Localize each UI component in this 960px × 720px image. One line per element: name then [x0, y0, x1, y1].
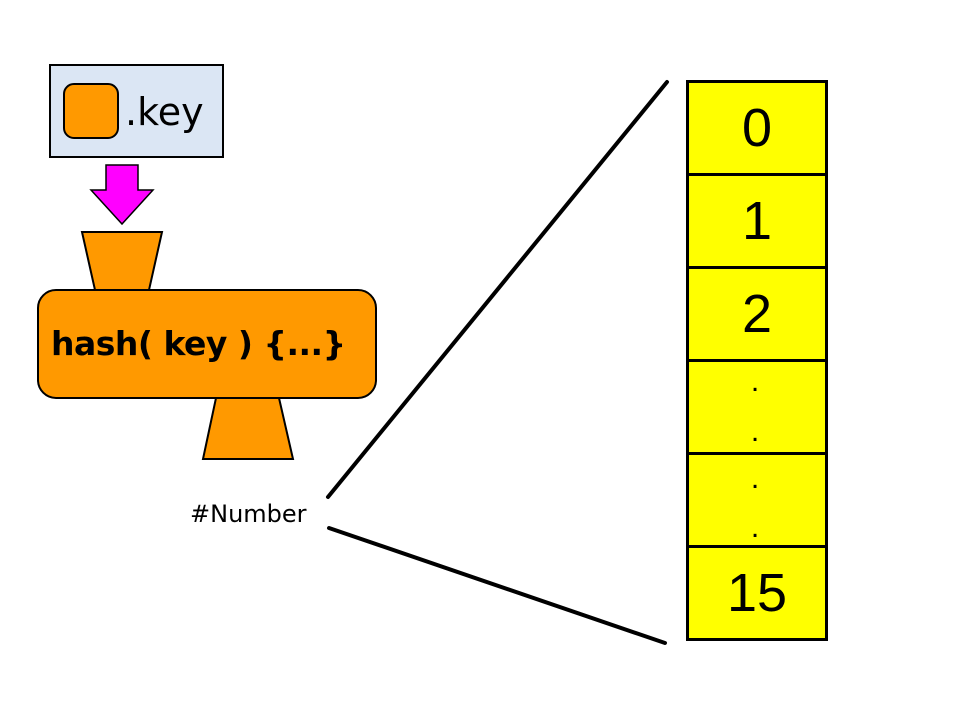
object-square-icon	[63, 83, 119, 139]
ellipsis-dot: .	[750, 415, 760, 448]
zoom-line-bottom	[327, 526, 667, 645]
ellipsis-dot: .	[750, 462, 760, 495]
output-number-label: #Number	[190, 500, 307, 528]
hash-function-box: hash( key ) {...}	[37, 289, 377, 399]
hash-table-slot-ellipsis-a	[689, 362, 825, 455]
hash-table: 0 1 2 15 . . . .	[686, 80, 828, 641]
ellipsis-dot: .	[750, 365, 760, 398]
hash-table-slot-15: 15	[726, 563, 788, 623]
down-arrow-icon	[89, 164, 155, 226]
ellipsis-dot: .	[750, 511, 760, 544]
key-label: .key	[125, 90, 204, 134]
hash-table-slot-ellipsis-b	[689, 455, 825, 548]
output-funnel	[201, 397, 295, 460]
hash-function-label: hash( key ) {...}	[51, 324, 346, 363]
key-input-box: .key	[49, 64, 224, 158]
input-funnel	[80, 231, 164, 291]
hash-table-slot-0: 0	[689, 83, 825, 176]
hash-table-slot-2: 2	[689, 269, 825, 362]
zoom-line-top	[326, 80, 669, 499]
hash-table-slot-1: 1	[689, 176, 825, 269]
